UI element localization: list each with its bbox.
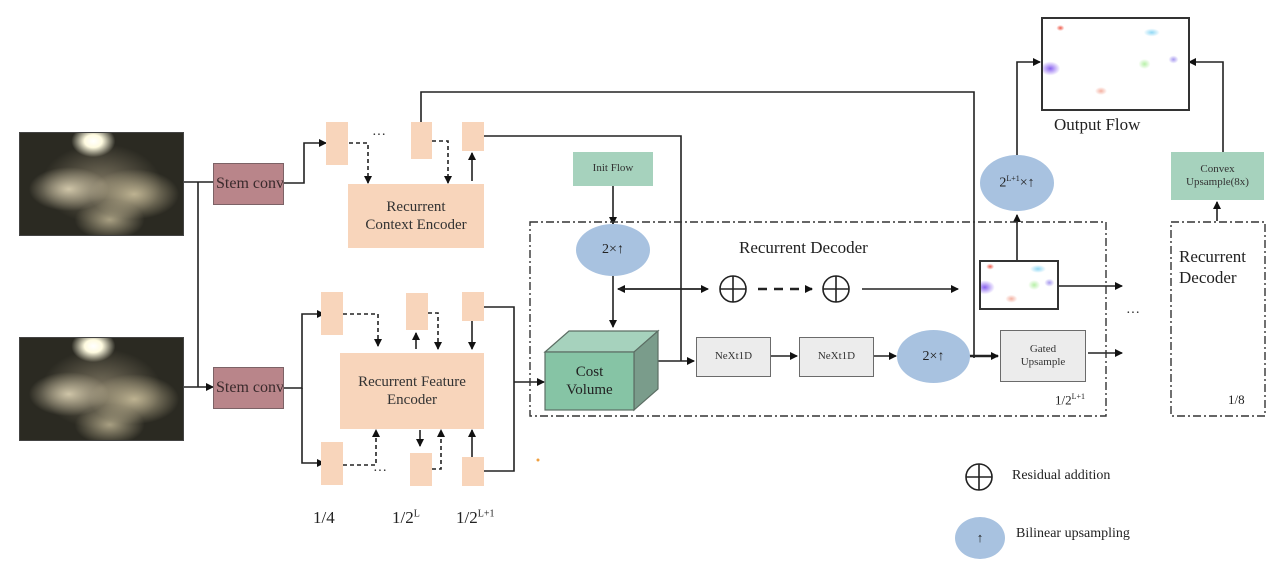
final-decoder-label: Recurrent Decoder (1179, 246, 1246, 289)
cost-volume-label: Cost Volume (545, 355, 634, 407)
init-flow-box: Init Flow (573, 152, 653, 186)
gated-upsample-line-2: Upsample (1020, 356, 1066, 368)
context-feature-1 (326, 122, 348, 165)
next1d-1-label: NeXt1D (714, 350, 753, 363)
upsample-2L1x: 2L+1×↑ (980, 155, 1054, 211)
feature-map-top-3 (462, 292, 484, 321)
upsample-2L1x-label: 2L+1×↑ (999, 174, 1034, 192)
feature-encoder-label-2: Encoder (387, 392, 437, 408)
upsample-2x-in-label: 2×↑ (602, 242, 624, 257)
edge-convex-to-output (1188, 58, 1224, 152)
feature-encoder-label-1: Recurrent Feature (358, 374, 466, 390)
final-decoder-scale: 1/8 (1228, 392, 1245, 407)
edge-stem-to-feature-bottom (301, 388, 325, 467)
legend-bilinear-icon: ↑ (955, 517, 1005, 559)
feature-map-bottom-3 (462, 457, 484, 486)
decoder-scale-sup: L+1 (1071, 392, 1086, 401)
stem-conv-bottom: Stem conv (213, 367, 284, 409)
edge-context-to-next (484, 135, 682, 361)
edge-feat-dashed-2 (428, 312, 442, 350)
upsample-2x-out: 2×↑ (897, 330, 970, 383)
init-flow-label: Init Flow (592, 162, 634, 175)
feature-map-bottom-1 (321, 442, 343, 485)
feature-ellipsis: ··· (373, 464, 387, 479)
residual-add-icon-1 (719, 275, 747, 303)
output-flow-label: Output Flow (1054, 115, 1141, 134)
input-frame-1 (19, 132, 184, 236)
scale-half-L1-sup: L+1 (477, 508, 495, 520)
recurrent-decoder-frame (529, 221, 1107, 417)
context-encoder-label-2: Context Encoder (365, 217, 467, 233)
legend-bilinear-label: Bilinear upsampling (1016, 526, 1130, 541)
cost-volume-cube (543, 329, 660, 412)
recurrent-context-encoder: Recurrent Context Encoder (348, 184, 484, 248)
context-feature-2 (411, 122, 432, 159)
intermediate-flow-preview (979, 260, 1059, 310)
scale-half-L1-base: 1/2 (456, 508, 478, 527)
edge-ctx-dashed-2 (432, 140, 452, 184)
convex-upsample-box: Convex Upsample(8x) (1171, 152, 1264, 200)
cost-volume-line-2: Volume (566, 382, 613, 398)
edge-feat-out-top (484, 306, 515, 472)
scale-label-quarter: 1/4 (313, 508, 335, 527)
stem-conv-top: Stem conv (213, 163, 284, 205)
edge-stem-to-context (284, 139, 327, 184)
feature-map-bottom-2 (410, 453, 432, 486)
scale-label-half-L1: 1/2L+1 (456, 508, 494, 528)
next1d-2-label: NeXt1D (817, 350, 856, 363)
context-encoder-label-1: Recurrent (386, 199, 446, 215)
cost-volume-line-1: Cost (575, 364, 604, 380)
gated-upsample-block: Gated Upsample (1000, 330, 1086, 382)
next1d-block-1: NeXt1D (696, 337, 771, 377)
upsample-2L1x-suffix: ×↑ (1019, 175, 1035, 191)
legend-residual-label: Residual addition (1012, 468, 1111, 483)
final-decoder-label-2: Decoder (1179, 268, 1237, 288)
recurrent-feature-encoder: Recurrent Feature Encoder (340, 353, 484, 429)
edge-feat-dashed-4 (432, 429, 445, 470)
output-flow-image (1041, 17, 1190, 111)
input-frame-2 (19, 337, 184, 441)
continuation-ellipsis: ··· (1126, 306, 1140, 321)
recurrent-decoder-title: Recurrent Decoder (739, 238, 868, 257)
legend-up-arrow-glyph: ↑ (976, 530, 984, 545)
convex-upsample-line-1: Convex (1200, 162, 1235, 175)
next1d-block-2: NeXt1D (799, 337, 874, 377)
edge-ctx-dashed-1 (349, 142, 372, 184)
edge-feat-dashed-3 (343, 429, 380, 466)
final-decoder-label-1: Recurrent (1179, 247, 1247, 266)
context-feature-3 (462, 122, 484, 151)
residual-add-icon-2 (822, 275, 850, 303)
stem-conv-top-label: Stem conv (216, 175, 284, 193)
edge-upL-to-output (1016, 58, 1041, 155)
upsample-2L1x-sup: L+1 (1006, 174, 1020, 184)
gated-upsample-line-1: Gated (1029, 342, 1057, 355)
convex-upsample-line-2: Upsample(8x) (1186, 176, 1249, 188)
edge-feat-dashed-1 (343, 313, 382, 347)
decoder-scale-label: 1/2L+1 (1055, 392, 1085, 408)
upsample-2x-out-label: 2×↑ (922, 348, 945, 364)
feature-map-top-1 (321, 292, 343, 335)
legend-circle-plus-icon (965, 463, 993, 491)
edge-stem-to-feature-top (284, 310, 325, 389)
scale-half-L-sup: L (413, 508, 420, 520)
upsample-2x-in: 2×↑ (576, 224, 650, 276)
context-ellipsis: ··· (372, 128, 386, 143)
upsample-2L1x-base: 2 (999, 175, 1007, 191)
stray-dot (536, 458, 540, 462)
decoder-scale-base: 1/2 (1055, 392, 1072, 408)
edge-context-to-decoder-top (420, 91, 975, 358)
feature-map-top-2 (406, 293, 428, 330)
scale-half-L-base: 1/2 (392, 508, 414, 527)
scale-label-half-L: 1/2L (392, 508, 420, 528)
stem-conv-bottom-label: Stem conv (216, 379, 284, 397)
